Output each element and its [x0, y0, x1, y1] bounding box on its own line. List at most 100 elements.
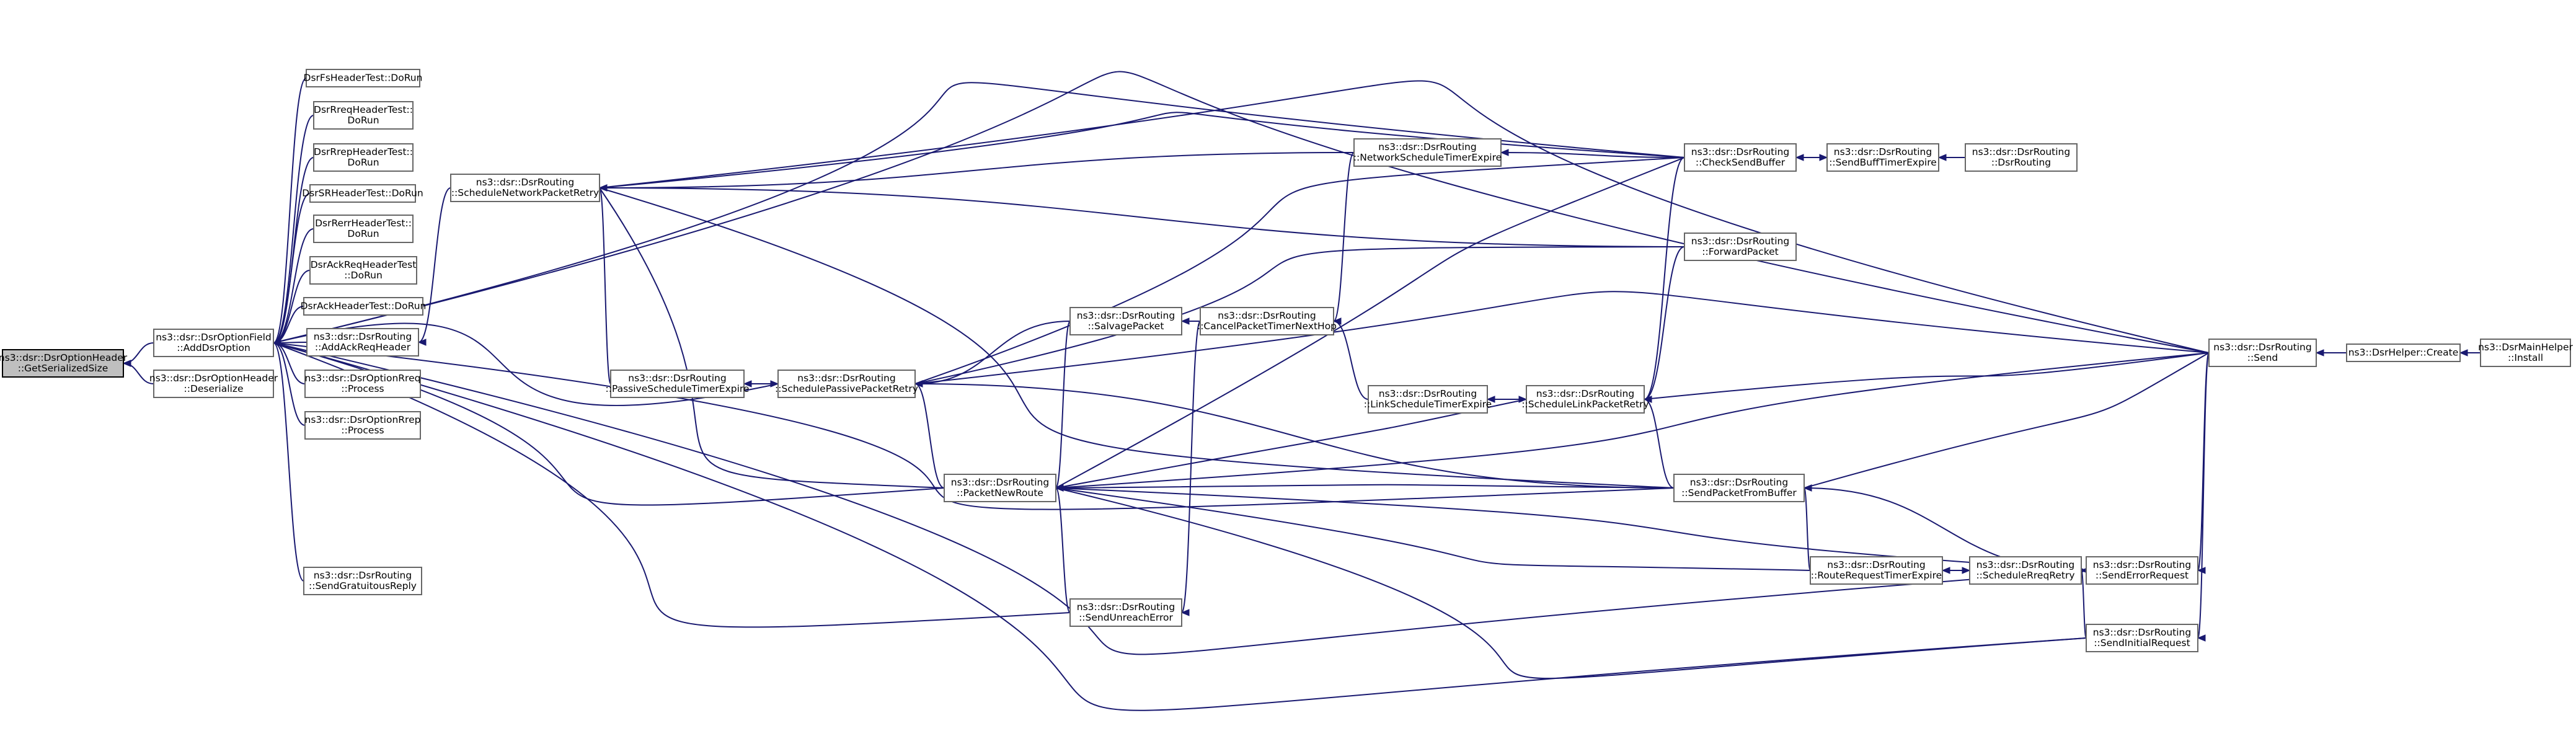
node-n4[interactable]: DsrRreqHeaderTest::DoRun — [313, 101, 414, 130]
node-box — [309, 256, 417, 285]
arrowhead-n29-to-n28 — [1937, 154, 1947, 161]
node-n1[interactable]: ns3::dsr::DsrOptionField::AddDsrOption — [153, 329, 274, 357]
edge-n24-to-n23 — [1644, 157, 1685, 400]
node-box — [153, 370, 274, 398]
edge-n8-to-n1 — [273, 270, 311, 343]
node-n13[interactable]: ns3::dsr::DsrRouting::SendGratuitousRepl… — [303, 567, 422, 595]
node-n19[interactable]: ns3::dsr::DsrRouting::SendUnreachError — [1069, 598, 1182, 627]
arrowhead-n22-to-n20 — [1332, 317, 1342, 325]
node-box — [304, 370, 421, 398]
edge-n33-to-n26 — [1804, 352, 2210, 489]
node-n11[interactable]: ns3::dsr::DsrOptionRreq::Process — [304, 370, 421, 398]
edge-n26-to-n17 — [1055, 484, 1675, 489]
edge-n21-to-n14 — [599, 152, 1355, 188]
node-n32[interactable]: ns3::dsr::DsrRouting::SendInitialRequest — [2086, 624, 2198, 652]
node-box — [1684, 143, 1797, 172]
node-n14[interactable]: ns3::dsr::DsrRouting::ScheduleNetworkPac… — [450, 174, 600, 202]
node-label-line: ns3::dsr::DsrRouting — [1536, 388, 1634, 399]
node-n3[interactable]: DsrFsHeaderTest::DoRun — [304, 69, 423, 87]
node-box — [1673, 474, 1805, 502]
node-n22[interactable]: ns3::dsr::DsrRouting::LinkScheduleTimerE… — [1364, 385, 1492, 414]
node-n16[interactable]: ns3::dsr::DsrRouting::SchedulePassivePac… — [775, 370, 918, 398]
node-n10[interactable]: ns3::dsr::DsrRouting::AddAckReqHeader — [306, 328, 419, 357]
node-n34[interactable]: ns3::DsrHelper::Create — [2346, 343, 2461, 362]
node-box — [1969, 556, 2082, 585]
node-label-line: ns3::dsr::DsrRouting — [1690, 477, 1788, 488]
node-label-line: ::ScheduleNetworkPacketRetry — [451, 187, 599, 198]
node-n28[interactable]: ns3::dsr::DsrRouting::SendBuffTimerExpir… — [1826, 143, 1939, 172]
edge-n27-to-n17 — [1055, 487, 1811, 571]
node-label-line: ::ForwardPacket — [1702, 246, 1779, 257]
node-n35[interactable]: ns3::DsrMainHelper::Install — [2478, 339, 2574, 367]
node-label-line: DsrSRHeaderTest::DoRun — [302, 188, 423, 199]
node-label-line: ns3::dsr::DsrRouting — [628, 373, 726, 384]
node-label-line: ::Send — [2247, 352, 2278, 363]
edge-n26-to-n16 — [914, 383, 1675, 489]
edge-n24-to-n1 — [273, 82, 1685, 343]
node-n33[interactable]: ns3::dsr::DsrRouting::Send — [2208, 339, 2317, 367]
node-n8[interactable]: DsrAckReqHeaderTest::DoRun — [309, 256, 417, 285]
edge-n33-to-n14 — [599, 80, 2210, 353]
node-box — [610, 370, 745, 398]
node-label-line: DsrAckHeaderTest::DoRun — [301, 301, 427, 312]
node-n5[interactable]: DsrRrepHeaderTest::DoRun — [313, 143, 414, 172]
node-n30[interactable]: ns3::dsr::DsrRouting::ScheduleRreqRetry — [1969, 556, 2082, 585]
node-label-line: ::AddDsrOption — [177, 342, 250, 353]
arrowhead-n34-to-n33 — [2315, 349, 2324, 357]
node-n21[interactable]: ns3::dsr::DsrRouting::NetworkScheduleTim… — [1353, 138, 1502, 167]
edge-n31-to-n1 — [273, 342, 2087, 655]
arrowhead-n14-to-n10 — [417, 339, 427, 346]
node-n9[interactable]: DsrAckHeaderTest::DoRun — [301, 297, 427, 316]
node-box — [1353, 138, 1502, 167]
node-label-line: ::DoRun — [344, 270, 383, 281]
edge-n25-to-n14 — [599, 187, 1685, 247]
arrowhead-n33-to-n14 — [598, 184, 608, 192]
node-n20[interactable]: ns3::dsr::DsrRouting::CancelPacketTimerN… — [1197, 307, 1337, 335]
node-label-line: ::PassiveScheduleTimerExpire — [606, 383, 750, 394]
node-label-line: ::SendPacketFromBuffer — [1681, 487, 1797, 499]
node-n15[interactable]: ns3::dsr::DsrRouting::PassiveScheduleTim… — [606, 370, 750, 398]
node-n23[interactable]: ns3::dsr::DsrRouting::ScheduleLinkPacket… — [1521, 385, 1649, 414]
node-n2[interactable]: ns3::dsr::DsrOptionHeader::Deserialize — [149, 370, 278, 398]
node-n27[interactable]: ns3::dsr::DsrRouting::RouteRequestTimerE… — [1810, 556, 1943, 585]
edge-n4-to-n1 — [273, 115, 314, 343]
node-label-line: DoRun — [347, 228, 379, 239]
node-n29[interactable]: ns3::dsr::DsrRouting::DsrRouting — [1965, 143, 2078, 172]
node-n26[interactable]: ns3::dsr::DsrRouting::SendPacketFromBuff… — [1673, 474, 1805, 502]
node-label-line: ns3::dsr::DsrRouting — [2093, 559, 2191, 570]
node-label-line: DsrRerrHeaderTest:: — [315, 218, 412, 229]
node-label-line: ns3::dsr::DsrOptionHeader — [149, 373, 278, 384]
node-label-line: ns3::dsr::DsrRouting — [1077, 601, 1175, 613]
edge-n33-to-n32 — [2197, 352, 2210, 639]
edge-n24-to-n14 — [599, 112, 1685, 188]
node-n17[interactable]: ns3::dsr::DsrRouting::PacketNewRoute — [944, 474, 1056, 502]
node-label-line: DsrAckReqHeaderTest — [311, 259, 417, 270]
edge-n21-to-n20 — [1333, 152, 1355, 322]
arrowhead-n24-to-n21 — [1500, 149, 1509, 156]
node-label-line: ::SalvagePacket — [1088, 321, 1164, 332]
edge-n17-to-n1 — [273, 342, 945, 506]
node-n6[interactable]: DsrSRHeaderTest::DoRun — [302, 184, 423, 203]
node-n18[interactable]: ns3::dsr::DsrRouting::SalvagePacket — [1069, 307, 1182, 335]
node-n24[interactable]: ns3::dsr::DsrRouting::CheckSendBuffer — [1684, 143, 1797, 172]
node-label-line: ns3::dsr::DsrRouting — [314, 570, 412, 581]
arrowhead-n33-to-n23 — [1643, 396, 1652, 403]
node-label-line: ::CheckSendBuffer — [1696, 157, 1786, 168]
node-n31[interactable]: ns3::dsr::DsrRouting::SendErrorRequest — [2086, 556, 2198, 585]
node-label-line: ::AddAckReqHeader — [315, 342, 411, 353]
node-n12[interactable]: ns3::dsr::DsrOptionRrep::Process — [304, 411, 421, 440]
edge-n6-to-n1 — [273, 193, 311, 343]
node-n25[interactable]: ns3::dsr::DsrRouting::ForwardPacket — [1684, 233, 1797, 261]
node-box — [2, 349, 124, 378]
edge-n33-to-n31 — [2197, 352, 2210, 571]
arrowhead-n35-to-n34 — [2459, 349, 2468, 357]
node-label-line: ns3::dsr::DsrOptionField — [156, 332, 272, 343]
node-label-line: ns3::dsr::DsrRouting — [1691, 146, 1789, 157]
node-n7[interactable]: DsrRerrHeaderTest::DoRun — [313, 215, 414, 243]
node-n0[interactable]: ns3::dsr::DsrOptionHeader::GetSerialized… — [0, 349, 128, 378]
arrowhead-n27-to-n30 — [1962, 567, 1971, 574]
node-label-line: ns3::dsr::DsrRouting — [1691, 236, 1789, 247]
edge-n16-to-n1 — [273, 322, 779, 406]
edge-n32-to-n30 — [2081, 570, 2087, 639]
